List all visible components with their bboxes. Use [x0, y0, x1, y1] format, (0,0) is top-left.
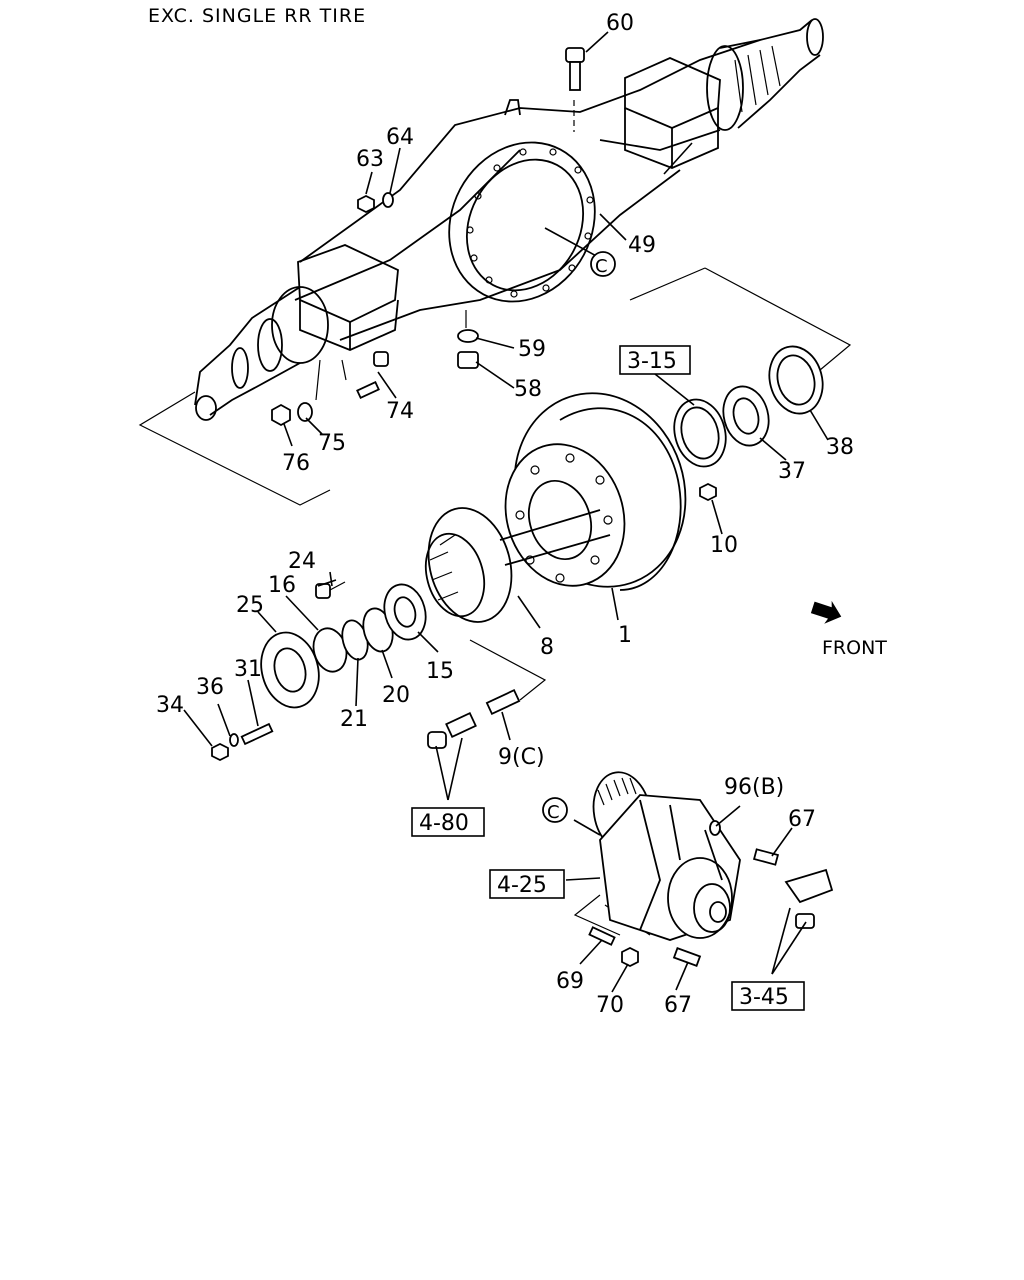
washer-75 [297, 402, 313, 422]
bearing-37 [722, 385, 770, 447]
callout-10: 10 [710, 533, 738, 558]
callout-75: 75 [318, 431, 346, 456]
diagram-title: EXC. SINGLE RR TIRE [148, 5, 366, 27]
bracket-345 [784, 868, 834, 929]
callout-63: 63 [356, 147, 384, 172]
axle-housing [194, 18, 824, 421]
callout-38: 38 [826, 435, 854, 460]
callout-labels: 60 64 63 49 59 58 74 75 76 38 37 10 24 1… [156, 11, 854, 1018]
nut-10 [699, 482, 717, 502]
bolt-74 [356, 351, 389, 400]
stud-69 [588, 926, 616, 946]
nut-76 [271, 403, 291, 427]
leader-lines [183, 31, 829, 993]
callout-96b: 96(B) [724, 775, 784, 800]
ref-box-4-25-label: 4-25 [497, 873, 547, 898]
callout-9c: 9(C) [498, 745, 545, 770]
callout-34: 34 [156, 693, 184, 718]
seal-315 [673, 398, 727, 468]
circle-ref-c-axle: C [590, 251, 616, 277]
callout-24: 24 [288, 549, 316, 574]
ref-box-3-15: 3-15 [619, 345, 695, 406]
callout-37: 37 [778, 459, 806, 484]
callout-67-lower: 67 [664, 993, 692, 1018]
seal-38 [768, 345, 824, 415]
callout-20: 20 [382, 683, 410, 708]
callout-16: 16 [268, 573, 296, 598]
nut-70 [621, 946, 639, 968]
front-label: FRONT [822, 637, 887, 659]
bolt-60 [565, 47, 585, 91]
wheel-hub [424, 507, 611, 623]
fitting-480 [427, 711, 477, 749]
breather-9c [485, 689, 521, 715]
front-arrow-icon [810, 600, 842, 624]
bearing-15 [383, 583, 427, 641]
bolt-67-lower [672, 947, 702, 967]
ref-box-3-45: 3-45 [731, 981, 805, 1011]
washer-36 [229, 733, 239, 747]
washer-59 [457, 329, 479, 343]
callout-70: 70 [596, 993, 624, 1018]
circle-ref-c-carrier: C [542, 797, 568, 823]
hub-cap-25 [260, 631, 320, 709]
ref-box-4-25: 4-25 [489, 869, 565, 899]
callout-69: 69 [556, 969, 584, 994]
callout-74: 74 [386, 399, 414, 424]
circle-ref-c-axle-label: C [595, 256, 608, 277]
callout-36: 36 [196, 675, 224, 700]
callout-1: 1 [618, 623, 632, 648]
ref-box-3-15-label: 3-15 [627, 349, 677, 374]
plug-58 [457, 351, 479, 369]
stud-31 [240, 722, 274, 746]
callout-49: 49 [628, 233, 656, 258]
washer-64 [382, 192, 394, 208]
callout-76: 76 [282, 451, 310, 476]
callout-31: 31 [234, 657, 262, 682]
nut-34 [211, 742, 229, 762]
callout-64: 64 [386, 125, 414, 150]
ref-box-4-80-label: 4-80 [419, 811, 469, 836]
callout-67-upper: 67 [788, 807, 816, 832]
callout-21: 21 [340, 707, 368, 732]
bolt-67-upper [752, 848, 780, 866]
callout-25: 25 [236, 593, 264, 618]
callout-59: 59 [518, 337, 546, 362]
callout-58: 58 [514, 377, 542, 402]
brake-drum [504, 392, 687, 591]
callout-15: 15 [426, 659, 454, 684]
ref-box-3-45-label: 3-45 [739, 985, 789, 1010]
ref-box-4-80: 4-80 [411, 807, 485, 837]
callout-60: 60 [606, 11, 634, 36]
differential-carrier [592, 771, 741, 941]
assembly-lines [138, 100, 852, 936]
circle-ref-c-carrier-label: C [547, 802, 560, 823]
callout-8: 8 [540, 635, 554, 660]
nut-63 [357, 194, 375, 214]
